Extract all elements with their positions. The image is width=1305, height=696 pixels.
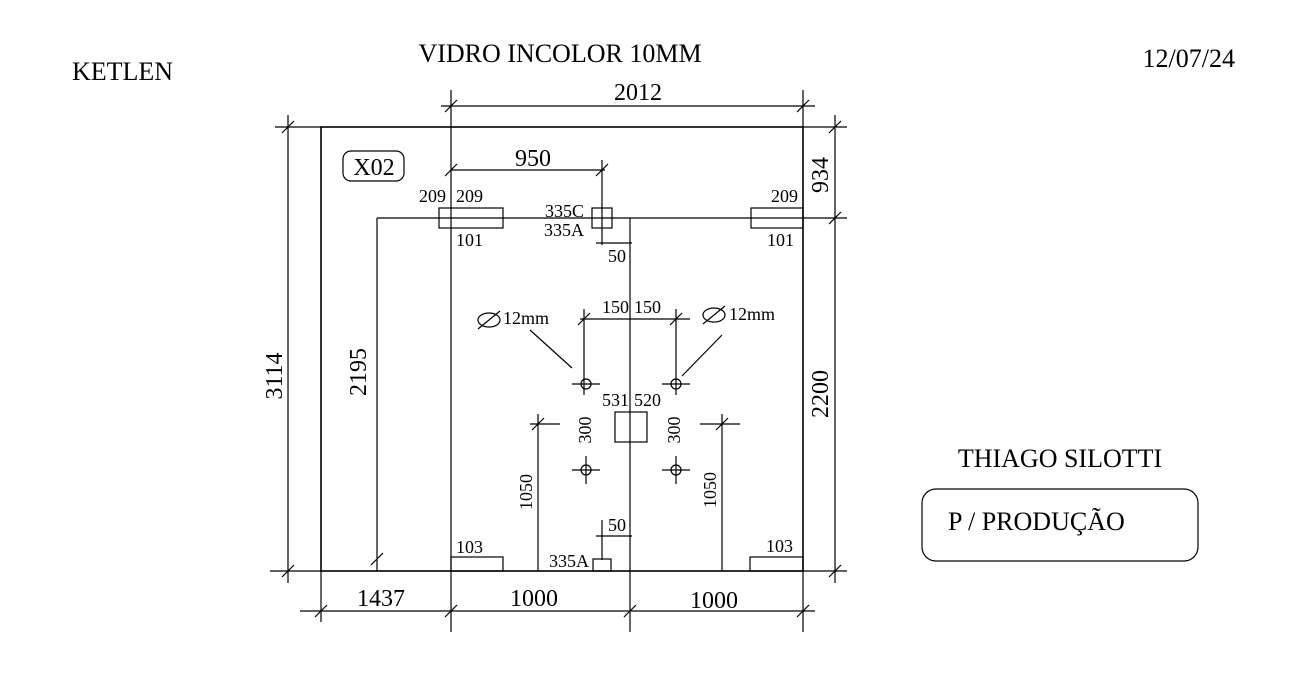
tick [444,99,458,113]
tick [444,604,458,618]
left-top-code: 101 [456,230,483,250]
right-diameter: 12mm [729,304,775,324]
production-stamp-box [921,488,1199,562]
spacing-left: 150 [602,297,629,317]
floor-left: 1050 [516,474,536,510]
tick [281,564,295,578]
tick [796,604,810,618]
hinge-left-top [438,207,504,229]
leader-left [529,329,573,369]
client-name: KETLEN [72,57,173,86]
dim-left-height: 2195 [346,348,372,396]
bottom-right-code: 103 [766,536,793,556]
dim-950: 950 [515,146,551,172]
tick [669,312,683,326]
dim-bottom-mid-left: 1000 [510,586,558,612]
tick [531,417,545,431]
piece-code: X02 [353,155,394,181]
handle-right-code: 520 [634,390,661,410]
bottom-left-code: 103 [456,537,483,557]
piece-code-box [342,150,405,182]
material-title: VIDRO INCOLOR 10MM [418,39,701,68]
spacing-right: 150 [634,297,661,317]
tick [314,604,328,618]
tick [577,312,591,326]
hole-diameter-icon-left [477,312,501,328]
dim-bottom-height: 2200 [808,370,834,418]
dim-total-width: 2012 [614,80,662,106]
tick [828,120,842,134]
center-bottom-a: 335A [549,551,589,571]
tick [281,120,295,134]
tick [715,417,729,431]
dim-total-height: 3114 [262,352,288,399]
left-top-inner: 209 [456,186,483,206]
handle-block [614,411,648,443]
right-top-width: 209 [771,186,798,206]
drawing-date: 12/07/24 [1143,44,1235,73]
production-stamp: P / PRODUÇÃO [948,507,1125,536]
center-top-c: 335C [545,201,584,221]
handle-left-code: 531 [602,390,629,410]
dim-bottom-mid-right: 1000 [690,588,738,614]
diameter-slash [702,305,726,325]
center-top-a: 335A [544,220,584,240]
dim-top-height: 934 [808,157,834,193]
tick [828,564,842,578]
tick [623,604,637,618]
hinge-right-top [750,207,804,229]
left-top-outer: 209 [419,186,446,206]
tick [796,99,810,113]
floor-right: 1050 [700,472,720,508]
diameter-slash [477,310,501,330]
vertical-left: 300 [575,417,595,444]
hole-diameter-icon-right [702,307,726,323]
pivot-top [591,207,613,229]
tick [444,163,458,177]
pivot-bottom [592,558,612,572]
tick [595,163,609,177]
leader-right [681,334,723,377]
fitting-bottom-right [749,556,804,572]
fitting-bottom-left [450,556,504,572]
center-top-gap: 50 [608,246,626,266]
left-diameter: 12mm [503,308,549,328]
author-name: THIAGO SILOTTI [958,444,1162,473]
center-bottom-gap: 50 [608,515,626,535]
vertical-right: 300 [664,417,684,444]
tick [828,211,842,225]
glass-outline [320,126,804,572]
dim-bottom-left: 1437 [357,586,405,612]
tick [370,552,384,566]
right-top-code: 101 [767,230,794,250]
